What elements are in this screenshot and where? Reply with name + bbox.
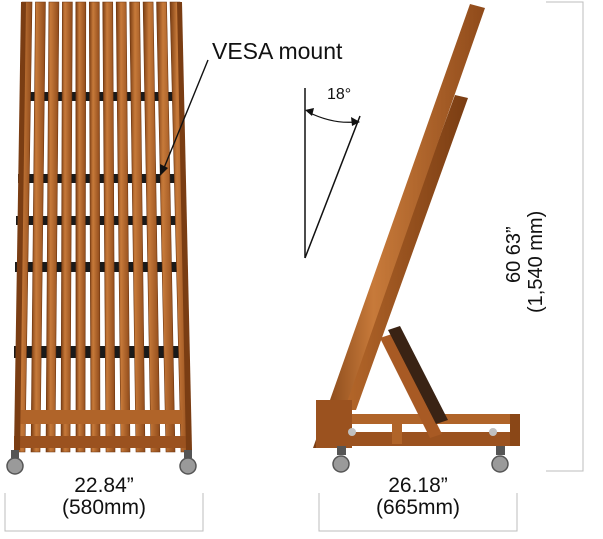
depth-dimension-line	[318, 493, 518, 532]
caster-wheel	[6, 450, 24, 475]
vesa-rail	[14, 346, 189, 358]
wood-slat	[88, 1, 101, 453]
height-inches: 60 63”	[503, 226, 525, 283]
vesa-rail	[16, 216, 186, 225]
side-support-brace	[380, 334, 442, 438]
tilt-angle-indicator	[304, 88, 361, 259]
wood-slat	[115, 1, 131, 453]
front-base-frame	[18, 410, 182, 424]
side-front-board	[313, 4, 485, 448]
depth-inches: 26.18”	[388, 474, 448, 497]
wood-slat	[75, 1, 87, 453]
side-view-stand	[313, 4, 520, 473]
side-rear-panel	[340, 95, 468, 410]
wood-slat	[156, 1, 176, 453]
height-dimension-line	[546, 1, 584, 472]
side-support-brace	[388, 326, 448, 424]
caster-wheel	[491, 446, 509, 473]
vesa-pointer-line	[163, 59, 209, 169]
width-inches: 22.84”	[74, 474, 134, 497]
wood-slat	[30, 1, 46, 453]
wood-slat	[60, 1, 73, 453]
width-dimension-label: 22.84” (580mm)	[5, 475, 203, 519]
wood-slat	[102, 1, 116, 453]
caster-wheel	[332, 446, 350, 473]
front-side-frame	[14, 2, 26, 450]
wood-slat	[142, 1, 161, 453]
depth-millimeters: (665mm)	[375, 496, 460, 519]
side-front-block	[316, 400, 352, 448]
vesa-rail	[15, 262, 187, 272]
vesa-mount-label: VESA mount	[212, 38, 343, 64]
width-dimension-line	[4, 493, 204, 532]
vesa-rail	[20, 92, 180, 101]
front-base-frame	[14, 436, 186, 448]
front-view-stand	[6, 1, 197, 475]
vesa-pointer-arrowhead	[160, 164, 168, 176]
side-base-frame	[392, 414, 402, 444]
front-side-frame	[177, 2, 192, 450]
tilt-angle-label: 18°	[327, 86, 352, 103]
vesa-rail	[18, 174, 183, 183]
wood-slat	[45, 1, 60, 453]
depth-dimension-label: 26.18” (665mm)	[319, 475, 517, 519]
wood-slat	[129, 1, 146, 453]
width-millimeters: (580mm)	[61, 496, 146, 519]
height-millimeters: (1,540 mm)	[525, 210, 547, 313]
caster-wheel	[179, 450, 197, 475]
side-base-frame	[510, 414, 520, 446]
